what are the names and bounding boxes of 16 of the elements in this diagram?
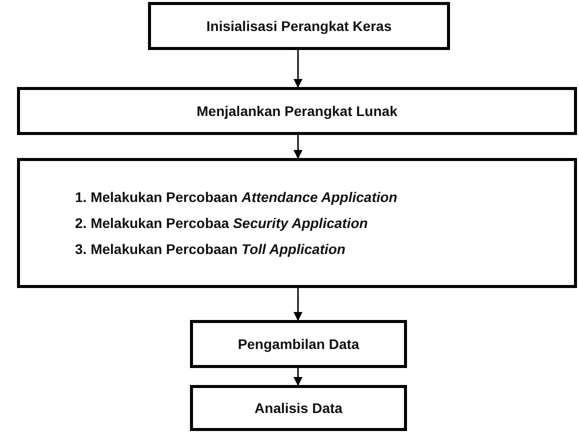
arrow (294, 49, 302, 88)
step-label: Menjalankan Perangkat Lunak (196, 103, 398, 119)
process-box (190, 385, 407, 431)
step-label: Analisis Data (254, 400, 342, 416)
step-label: Pengambilan Data (238, 336, 360, 352)
process-box (148, 2, 450, 50)
arrow (294, 287, 302, 321)
process-box (190, 320, 407, 368)
arrow (294, 134, 302, 159)
list-item: 3. Melakukan Percobaan Toll Application (75, 241, 346, 257)
list-item: 2. Melakukan Percobaa Security Application (75, 215, 368, 231)
list-item: 1. Melakukan Percobaan Attendance Application (75, 189, 398, 205)
process-box (17, 158, 577, 288)
arrow (294, 367, 302, 386)
step-label: Inisialisasi Perangkat Keras (206, 18, 392, 34)
process-box (17, 87, 577, 135)
